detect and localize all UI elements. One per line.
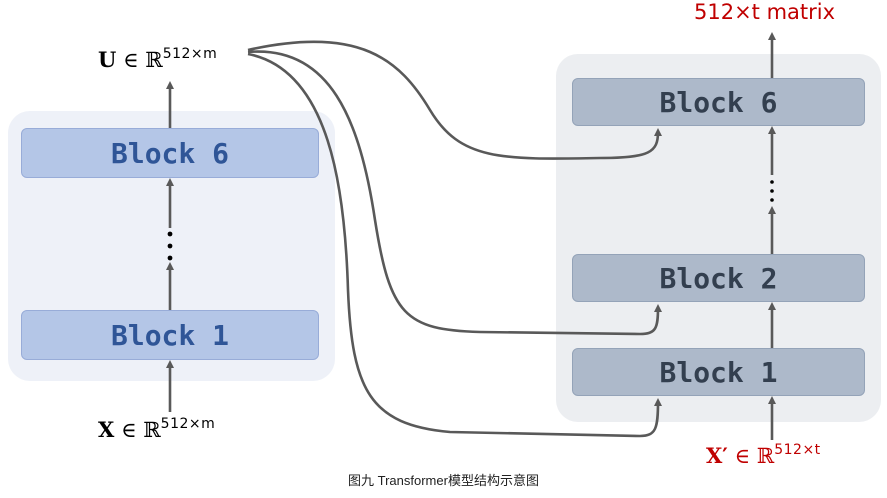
encoder-ellipsis-dot — [167, 255, 173, 261]
decoder-input-space: ℝ — [756, 444, 775, 468]
encoder-input-space: ℝ — [143, 418, 161, 442]
curve-to-decoder-block1 — [247, 52, 662, 438]
encoder-output-dims: 512×m — [162, 46, 218, 62]
decoder-output-label: 512×t matrix — [694, 0, 836, 24]
encoder-ellipsis-dot — [167, 243, 173, 249]
decoder-ellipsis-dot — [770, 198, 774, 202]
decoder-block-6: Block 6 — [572, 78, 865, 126]
encoder-input-symbol: X — [98, 417, 115, 442]
curve-to-decoder-block6 — [247, 40, 662, 160]
encoder-output-space: ℝ — [145, 48, 163, 72]
curve-to-decoder-block2 — [247, 50, 662, 336]
figure-caption: 图九 Transformer模型结构示意图 — [348, 473, 539, 488]
encoder-input-dims: 512×m — [160, 416, 216, 432]
decoder-ellipsis-dot — [770, 189, 774, 193]
encoder-input-in: ∈ — [120, 418, 137, 442]
decoder-ellipsis-dot — [770, 180, 774, 184]
encoder-block-6: Block 6 — [21, 128, 319, 178]
decoder-input-in: ∈ — [734, 444, 751, 468]
decoder-input-symbol: X′ — [706, 443, 728, 468]
encoder-output-label: U ∈ ℝ512×m — [98, 46, 217, 72]
encoder-input-label: X ∈ ℝ512×m — [98, 416, 215, 442]
decoder-block-2: Block 2 — [572, 254, 865, 302]
encoder-output-in: ∈ — [123, 48, 139, 72]
decoder-block-1: Block 1 — [572, 348, 865, 396]
decoder-input-dims: 512×t — [774, 442, 821, 458]
encoder-block-1: Block 1 — [21, 310, 319, 360]
decoder-input-label: X′ ∈ ℝ512×t — [706, 442, 821, 468]
encoder-ellipsis-dot — [167, 231, 173, 237]
encoder-output-symbol: U — [98, 47, 117, 72]
